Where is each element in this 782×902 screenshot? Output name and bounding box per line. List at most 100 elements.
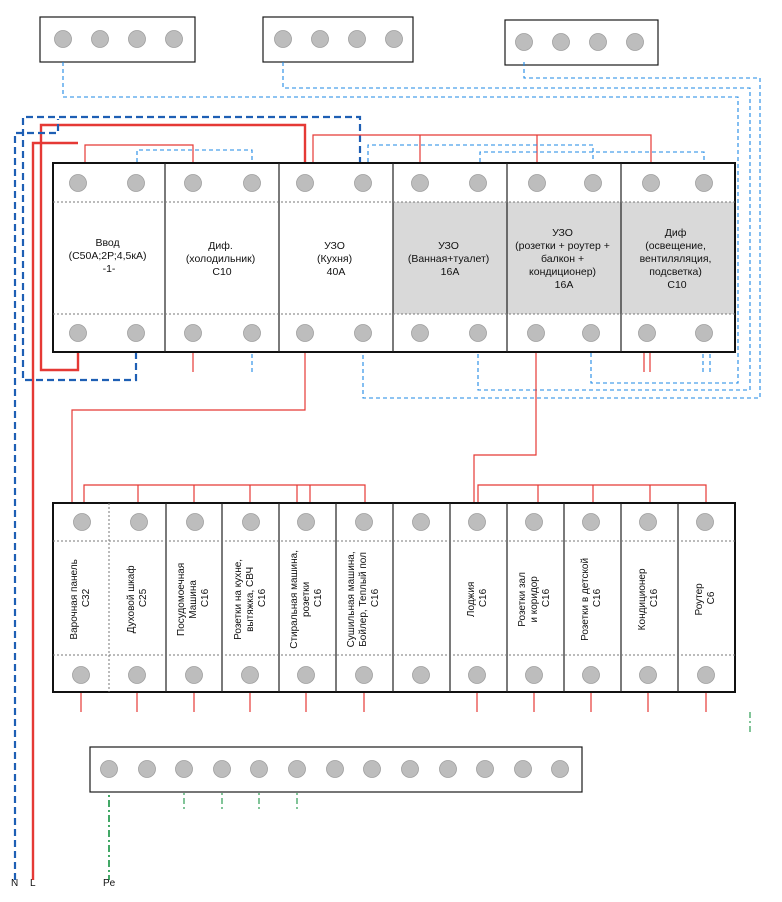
terminal xyxy=(468,666,486,684)
device-label-sockets-rcd: УЗО (розетки + роутер + балкон + кондици… xyxy=(515,227,613,291)
terminal xyxy=(584,174,602,192)
terminal xyxy=(582,513,600,531)
input-neutral-loop xyxy=(21,115,362,382)
terminal xyxy=(469,324,487,342)
device-label-lighting-rcbo: Диф (освещение, вентиляляция, подсветка)… xyxy=(640,227,715,291)
terminal xyxy=(642,174,660,192)
device-label-bath-rcd: УЗО (Ванная+туалет) 16А xyxy=(408,240,492,278)
breaker-label-kitchen-sockets: Розетки на кухне, вытяжка, СВЧ С16 xyxy=(233,556,268,640)
terminal xyxy=(515,33,533,51)
terminal xyxy=(527,324,545,342)
breaker-label-dryer-boiler: Сушильная машина, Бойлер, Теплый пол С16 xyxy=(346,549,381,648)
terminal xyxy=(363,760,381,778)
terminal xyxy=(186,513,204,531)
terminal xyxy=(311,30,329,48)
device-label-input: Ввод (С50А;2Р;4,5кА) -1- xyxy=(69,237,150,275)
device-label-fridge-rcbo: Диф. (холодильник) С10 xyxy=(186,240,258,278)
breaker-label-dishwasher: Посудомоечная Машина С16 xyxy=(176,560,211,636)
terminal xyxy=(401,760,419,778)
terminal xyxy=(242,513,260,531)
terminal xyxy=(695,324,713,342)
bottom-panel-frame xyxy=(52,502,736,693)
terminal xyxy=(184,324,202,342)
input-phase-loop xyxy=(39,123,307,372)
breaker-label-hall-sockets: Розетки зал и коридор С16 xyxy=(517,569,552,626)
terminal xyxy=(243,174,261,192)
terminal xyxy=(525,666,543,684)
terminal xyxy=(348,30,366,48)
terminal xyxy=(297,513,315,531)
terminal xyxy=(100,760,118,778)
terminal xyxy=(552,33,570,51)
ground-busbar xyxy=(89,746,583,793)
terminal xyxy=(91,30,109,48)
terminal xyxy=(551,760,569,778)
device-label-kitchen-rcd: УЗО (Кухня) 40А xyxy=(317,240,355,278)
terminal xyxy=(476,760,494,778)
terminal xyxy=(468,513,486,531)
terminal xyxy=(127,324,145,342)
terminal xyxy=(582,324,600,342)
terminal xyxy=(185,666,203,684)
neutral-end-label: N xyxy=(11,878,18,889)
main-phase-wire xyxy=(31,141,78,880)
neutral-wire-2 xyxy=(282,62,751,391)
phase-end-label: L xyxy=(30,878,36,889)
terminal xyxy=(73,513,91,531)
bottom-panel: Варочная панель С32 Духовой шкаф С25 Пос… xyxy=(52,502,736,693)
terminal xyxy=(639,513,657,531)
terminal xyxy=(250,760,268,778)
terminal xyxy=(288,760,306,778)
shaded-modules xyxy=(393,202,734,314)
terminal xyxy=(241,666,259,684)
ground-end-label: Pe xyxy=(103,878,116,889)
terminal xyxy=(589,33,607,51)
phase-out-kitchen xyxy=(71,333,306,522)
terminal xyxy=(165,30,183,48)
terminal xyxy=(296,324,314,342)
terminal xyxy=(72,666,90,684)
terminal xyxy=(412,513,430,531)
terminal xyxy=(175,760,193,778)
phase-out-sockets xyxy=(473,333,537,522)
terminal xyxy=(514,760,532,778)
terminal xyxy=(355,666,373,684)
terminal xyxy=(54,30,72,48)
terminal xyxy=(697,666,715,684)
terminal xyxy=(296,174,314,192)
terminal xyxy=(138,760,156,778)
terminal xyxy=(528,174,546,192)
terminal xyxy=(184,174,202,192)
breaker-label-washing-machine: Стиральная машина, розетки С16 xyxy=(289,547,324,649)
terminal xyxy=(326,760,344,778)
terminal xyxy=(355,513,373,531)
terminal xyxy=(274,30,292,48)
breaker-label-router: Роутер С6 xyxy=(694,580,717,615)
breaker-label-loggia: Лоджия С16 xyxy=(466,579,489,617)
terminal xyxy=(128,666,146,684)
breaker-label-oven: Духовой шкаф С25 xyxy=(125,563,149,634)
terminal xyxy=(439,760,457,778)
terminal xyxy=(385,30,403,48)
terminal xyxy=(469,174,487,192)
terminal xyxy=(638,324,656,342)
terminal xyxy=(411,174,429,192)
terminal xyxy=(354,324,372,342)
terminal xyxy=(354,174,372,192)
breaker-label-cooktop: Варочная панель С32 xyxy=(69,556,92,639)
terminal xyxy=(127,174,145,192)
terminal xyxy=(695,174,713,192)
terminal xyxy=(411,324,429,342)
neutral-wire-1 xyxy=(62,62,739,384)
terminal xyxy=(696,513,714,531)
terminal xyxy=(582,666,600,684)
terminal xyxy=(128,30,146,48)
terminal xyxy=(69,324,87,342)
top-panel: Ввод (С50А;2Р;4,5кА) -1- Диф. (холодильн… xyxy=(52,162,736,353)
terminal xyxy=(69,174,87,192)
breaker-label-kids-room-sockets: Розетки в детской С16 xyxy=(580,555,603,641)
terminal xyxy=(525,513,543,531)
terminal xyxy=(412,666,430,684)
terminal xyxy=(243,324,261,342)
